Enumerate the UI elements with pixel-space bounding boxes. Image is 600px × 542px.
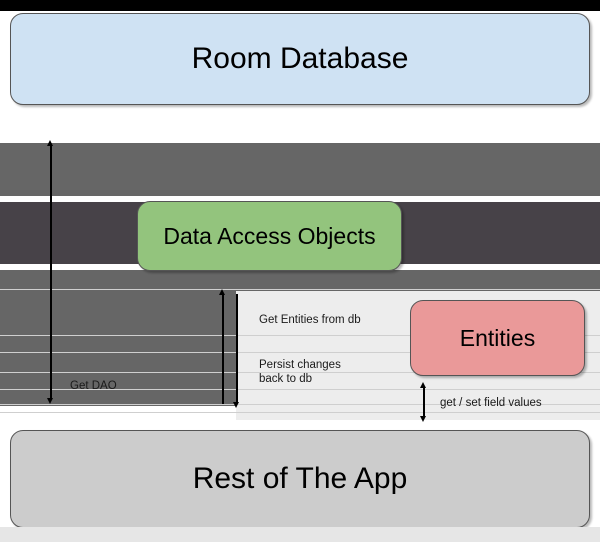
- hairline-d: [0, 372, 600, 373]
- top-black-band: [0, 0, 600, 11]
- node-room-database-label: Room Database: [191, 42, 409, 75]
- node-entities[interactable]: Entities: [410, 300, 585, 376]
- hairline-g: [0, 412, 600, 413]
- edge-label-persist-changes: Persist changes back to db: [259, 359, 341, 385]
- grey-overlay-lowline: [0, 420, 600, 427]
- edge-line-get-entities: [222, 294, 224, 404]
- arrowhead-get-entities: [219, 289, 225, 295]
- edge-label-get-entities: Get Entities from db: [259, 314, 361, 326]
- grey-overlay-gap-top: [0, 196, 600, 202]
- arrowhead-persist-changes: [233, 402, 239, 408]
- node-data-access-objects-label: Data Access Objects: [163, 222, 376, 249]
- arrowhead-get-dao-top: [47, 140, 53, 146]
- arrowhead-fields-bottom: [420, 416, 426, 422]
- grey-overlay-lowcut: [0, 406, 236, 420]
- node-rest-of-the-app[interactable]: Rest of The App: [10, 430, 590, 528]
- node-rest-of-the-app-label: Rest of The App: [192, 462, 408, 495]
- node-entities-label: Entities: [459, 324, 536, 351]
- bottom-grey-band: [0, 527, 600, 542]
- edge-line-get-set-fields: [423, 387, 425, 418]
- node-room-database[interactable]: Room Database: [10, 13, 590, 105]
- arrowhead-get-dao-bottom: [47, 398, 53, 404]
- node-data-access-objects[interactable]: Data Access Objects: [137, 201, 402, 271]
- hairline-f: [0, 404, 600, 405]
- edge-label-get-dao: Get DAO: [70, 380, 117, 392]
- hairline-a: [0, 289, 600, 290]
- edge-line-get-dao: [50, 145, 52, 400]
- hairline-b: [0, 335, 600, 336]
- edge-line-persist-changes: [236, 294, 238, 404]
- edge-label-get-set-fields: get / set field values: [440, 397, 542, 409]
- hairline-c: [0, 352, 600, 353]
- arrowhead-fields-top: [420, 382, 426, 388]
- top-white-band: [0, 11, 600, 14]
- hairline-e: [0, 389, 600, 390]
